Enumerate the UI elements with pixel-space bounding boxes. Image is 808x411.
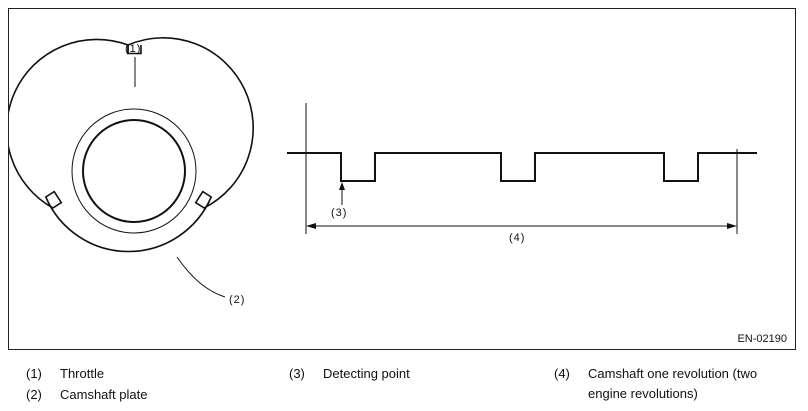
camshaft-plate-outline	[9, 37, 254, 253]
legend-text-3: Detecting point	[323, 366, 410, 381]
camshaft-plate-inner-ring	[71, 108, 197, 234]
legend-number-2: (2)	[26, 387, 42, 402]
legend-item-1: (1) Throttle	[26, 364, 104, 384]
leader-line-2	[176, 256, 226, 298]
legend-text-4-line-1: Camshaft one revolution (two	[588, 366, 758, 381]
legend-number-3: (3)	[289, 366, 305, 381]
legend-text-2: Camshaft plate	[60, 387, 148, 402]
callout-3: (3)	[331, 207, 347, 219]
legend-item-4: (4) Camshaft one revolution (two engine re…	[554, 364, 757, 404]
dimension-arrow-left	[306, 223, 316, 229]
legend-text-1: Throttle	[60, 366, 105, 381]
legend-item-2: (2) Camshaft plate	[26, 385, 147, 405]
legend-text-4: Camshaft one revolution (two engine revol…	[588, 364, 757, 404]
dimension-arrow-right	[727, 223, 737, 229]
legend-text-4-line-2: engine revolutions)	[588, 386, 698, 401]
detecting-point-arrowhead	[339, 182, 345, 190]
signal-waveform	[287, 152, 757, 182]
legend-number-1: (1)	[26, 366, 42, 381]
figure-code: EN-02190	[737, 333, 787, 345]
camshaft-diagram: (1) (2) (4) (3)	[9, 37, 757, 306]
legend-number-4: (4)	[554, 366, 570, 381]
figure-frame: (1) (2) (4) (3) EN-02190	[8, 8, 796, 350]
camshaft-hub	[82, 119, 186, 223]
legend-item-3: (3) Detecting point	[289, 364, 410, 384]
callout-4: (4)	[509, 232, 525, 244]
callout-1: (1)	[125, 43, 141, 55]
callout-2: (2)	[229, 294, 245, 306]
